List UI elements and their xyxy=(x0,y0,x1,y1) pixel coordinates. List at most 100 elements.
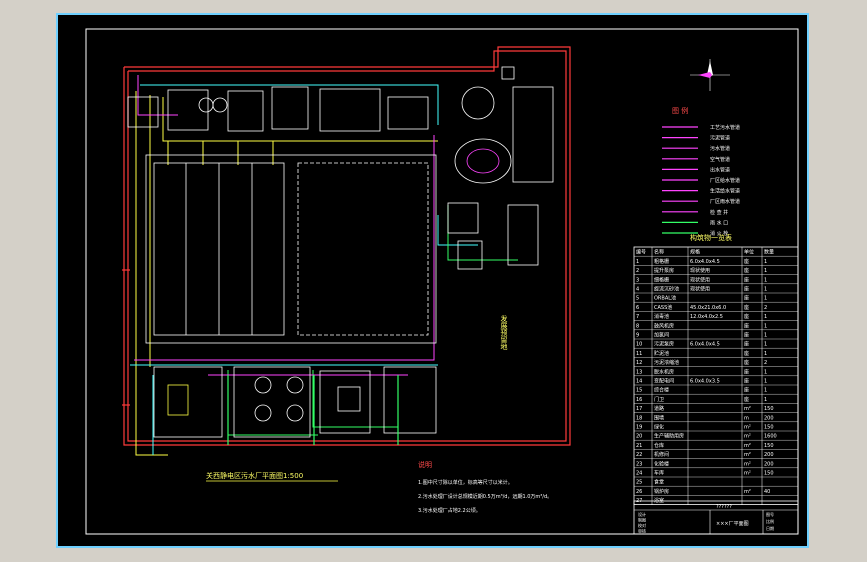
pipe-network xyxy=(130,75,518,456)
legend-item: 出水管道 xyxy=(662,166,730,173)
table-cell: 1 xyxy=(764,388,767,394)
notes-item-1: 1.图中尺寸除以单位，标高等尺寸以米计。 xyxy=(418,479,513,486)
title-block-label: 制图 xyxy=(638,517,646,523)
legend-item: 污水管道 xyxy=(662,145,730,152)
table-cell: 座 xyxy=(744,378,749,385)
table-cell: 1 xyxy=(764,333,767,339)
table-cell: m² xyxy=(744,443,751,449)
table-cell: 加氯间 xyxy=(654,332,669,339)
table-cell: 2 xyxy=(764,305,767,311)
table-cell: 20 xyxy=(636,434,642,440)
table-cell: ORBAL池 xyxy=(654,295,676,302)
table-cell: 现状使用 xyxy=(690,286,710,293)
table-cell: 机修间 xyxy=(654,451,669,458)
table-cell: 生产辅助用房 xyxy=(654,433,684,440)
table-cell: 1 xyxy=(764,268,767,274)
table-cell: 200 xyxy=(764,415,774,421)
table-cell: 16 xyxy=(636,397,642,403)
table-cell: 8 xyxy=(636,323,639,329)
legend-item: 检 查 井 xyxy=(662,209,728,216)
table-cell: 150 xyxy=(764,471,774,477)
site-boundary xyxy=(122,46,571,446)
notes-item-2: 2.污水处理厂设计总规模近期0.5万m³/d，远期1.0万m³/d。 xyxy=(418,493,552,500)
table-cell: 1 xyxy=(764,287,767,293)
table-cell: 现状使用 xyxy=(690,267,710,274)
table-cell: 17 xyxy=(636,406,642,412)
table-cell: 13 xyxy=(636,369,642,375)
schedule-heading: 构筑物一览表 xyxy=(690,233,732,242)
table-cell: 粗格栅 xyxy=(654,258,669,265)
table-cell: 24 xyxy=(636,471,642,477)
table-cell: 车库 xyxy=(654,470,664,477)
table-cell: 座 xyxy=(744,387,749,394)
title-block-drawing: ×××厂平面图 xyxy=(716,521,749,527)
table-cell: 座 xyxy=(744,359,749,366)
table-cell: 座 xyxy=(744,286,749,293)
table-cell: 座 xyxy=(744,396,749,403)
legend-item: 工艺污水管道 xyxy=(662,124,740,131)
table-cell: 座 xyxy=(744,350,749,357)
table-cell: 食堂 xyxy=(654,479,664,486)
title-block-label: 设计 xyxy=(638,511,646,517)
legend-item: 污泥管道 xyxy=(662,135,730,142)
table-cell: 变配电间 xyxy=(654,378,674,385)
legend-item-label: 出水管道 xyxy=(710,166,730,173)
schedule-header-row: 编号名称规格单位数量 xyxy=(636,249,774,256)
table-cell: 1600 xyxy=(764,434,777,440)
title-block-label: 图号 xyxy=(766,511,774,517)
legend-item-label: 空气管道 xyxy=(710,156,730,163)
legend-item: 空气管道 xyxy=(662,156,730,163)
table-cell: 12.0x4.0x2.5 xyxy=(690,314,723,320)
legend-item-label: 污水管道 xyxy=(710,145,730,152)
table-cell: 座 xyxy=(744,313,749,320)
table-cell: 1 xyxy=(764,277,767,283)
table-cell: 座 xyxy=(744,295,749,302)
legend-item-label: 厂区雨水管道 xyxy=(710,198,740,205)
table-cell: 1 xyxy=(764,369,767,375)
reserved-area-label: 发展预留地 xyxy=(500,314,508,350)
cad-viewport[interactable]: 发展预留地 图 例 工艺污水管道污泥管道污水管道空气管道出水管道厂区给水管道生活… xyxy=(56,13,809,548)
table-cell: 数量 xyxy=(764,249,774,256)
table-cell: 围墙 xyxy=(654,414,664,421)
table-cell: 150 xyxy=(764,425,774,431)
title-block-label: 审核 xyxy=(638,528,646,534)
table-cell: 6 xyxy=(636,305,639,311)
sedimentation-tank xyxy=(454,138,512,184)
table-cell: 绿化 xyxy=(654,424,664,431)
table-cell: 2 xyxy=(636,268,639,274)
legend-item: 厂区雨水管道 xyxy=(662,198,740,205)
table-cell: 脱水机房 xyxy=(654,368,674,375)
north-arrow-icon xyxy=(690,59,730,91)
table-cell: 200 xyxy=(764,461,774,467)
table-cell: 化验楼 xyxy=(654,460,669,467)
table-cell: m xyxy=(744,415,749,421)
table-cell: 23 xyxy=(636,461,642,467)
table-cell: 12 xyxy=(636,360,642,366)
table-cell: 单位 xyxy=(744,249,754,256)
table-cell: m² xyxy=(744,461,751,467)
table-cell: 仓库 xyxy=(654,442,664,449)
legend-item-label: 工艺污水管道 xyxy=(710,124,740,131)
table-cell: 细格栅 xyxy=(654,276,669,283)
table-cell: m² xyxy=(744,434,751,440)
legend-item-label: 消 火 栓 xyxy=(710,230,728,237)
table-cell: 1 xyxy=(764,296,767,302)
notes-item-3: 3.污水处理厂占地2.2公顷。 xyxy=(418,507,481,514)
table-cell: 18 xyxy=(636,415,642,421)
table-cell: 座 xyxy=(744,276,749,283)
table-cell: 旋流沉砂池 xyxy=(654,286,679,293)
table-cell: 5 xyxy=(636,296,639,302)
